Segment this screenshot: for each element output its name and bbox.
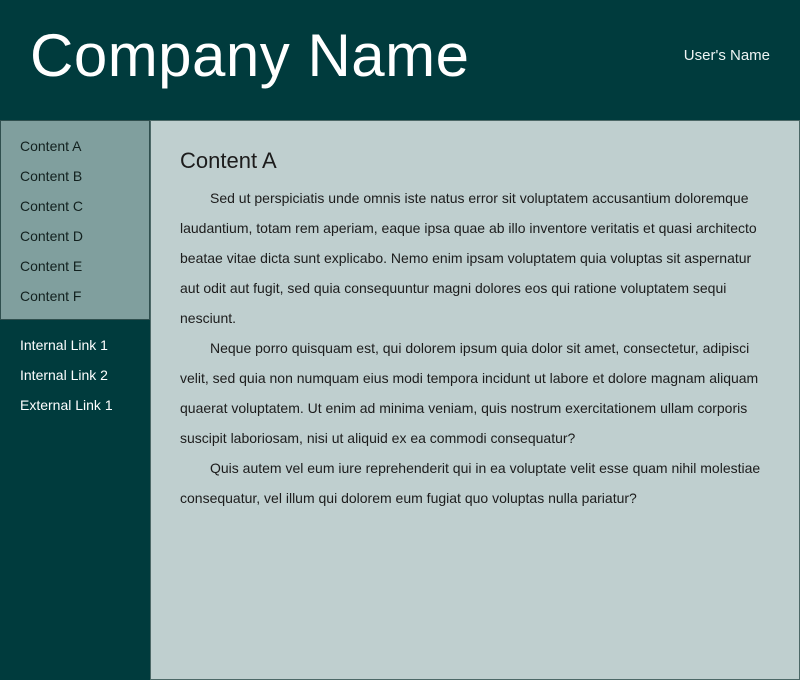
internal-link-2[interactable]: Internal Link 2	[20, 367, 108, 383]
site-header: Company Name User's Name	[0, 0, 800, 120]
external-link-1[interactable]: External Link 1	[20, 397, 113, 413]
sidebar-item-content-e[interactable]: Content E	[20, 258, 83, 274]
internal-link-1[interactable]: Internal Link 1	[20, 337, 108, 353]
company-name: Company Name	[30, 22, 470, 89]
page-title: Content A	[180, 148, 277, 173]
content-nav: Content A Content B Content C Content D …	[0, 120, 150, 320]
main-content: Content A Sed ut perspiciatis unde omnis…	[150, 120, 800, 680]
sidebar-item-content-d[interactable]: Content D	[20, 228, 84, 244]
sidebar: Content A Content B Content C Content D …	[0, 120, 150, 680]
sidebar-item-content-b[interactable]: Content B	[20, 168, 83, 184]
sidebar-item-content-f[interactable]: Content F	[20, 288, 82, 304]
sidebar-item-content-c[interactable]: Content C	[20, 198, 84, 214]
paragraph-1: Sed ut perspiciatis unde omnis iste natu…	[180, 190, 757, 326]
paragraph-2: Neque porro quisquam est, qui dolorem ip…	[180, 340, 759, 446]
link-nav: Internal Link 1 Internal Link 2 External…	[0, 330, 150, 420]
user-name[interactable]: User's Name	[683, 47, 770, 64]
sidebar-item-content-a[interactable]: Content A	[20, 138, 82, 154]
paragraph-3: Quis autem vel eum iure reprehenderit qu…	[180, 460, 761, 506]
